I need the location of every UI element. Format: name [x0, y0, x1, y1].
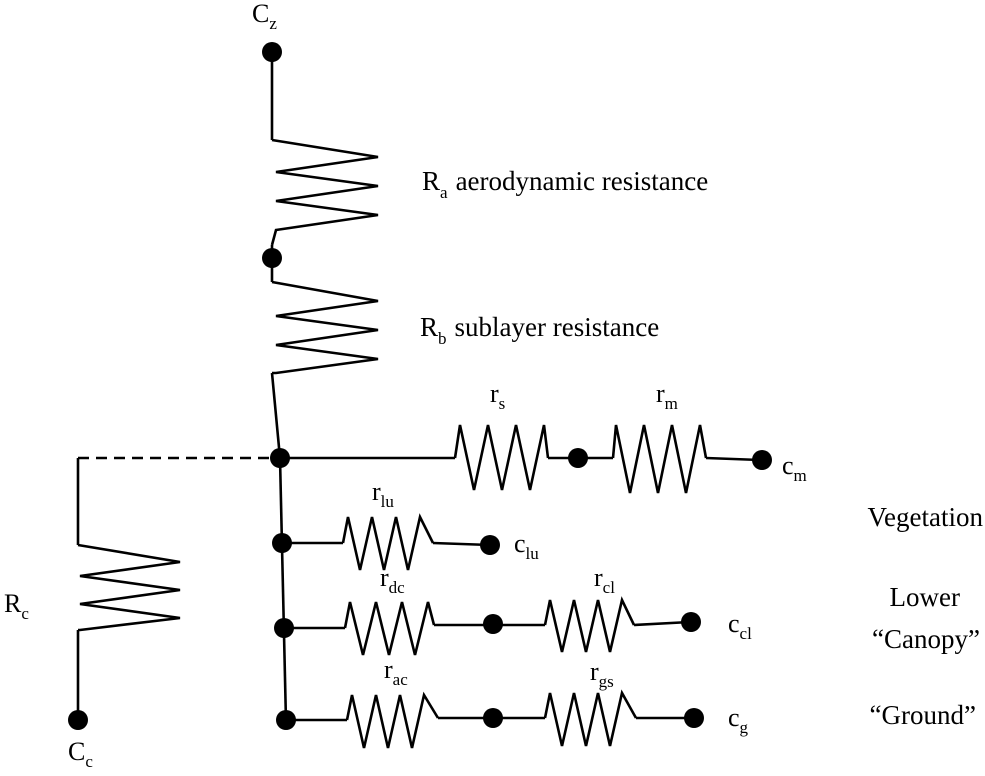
layer-label-vegetation: Vegetation	[868, 502, 984, 532]
resistor-rgs	[543, 689, 638, 747]
resistor-rac	[345, 691, 440, 749]
node-rs-rm-junction	[568, 448, 588, 468]
node-cm	[752, 450, 772, 470]
label-cc: Cc	[68, 737, 93, 771]
label-rm: rm	[656, 379, 678, 413]
resistor-rlu	[341, 513, 435, 571]
layer-label-lower: Lower	[890, 582, 960, 612]
branch-rm-wire	[705, 456, 761, 462]
node-rac-rgs-junction	[483, 708, 503, 728]
resistor-rs	[453, 424, 550, 491]
node-cg	[684, 708, 704, 728]
label-rs: rs	[490, 379, 505, 413]
label-clu: clu	[514, 529, 539, 563]
node-rlu-junction	[272, 533, 292, 553]
label-rac: rac	[384, 655, 408, 689]
node-clu	[480, 535, 500, 555]
label-rlu: rlu	[372, 477, 394, 511]
resistor-ra	[270, 138, 379, 246]
node-rdc-rcl-junction	[483, 614, 503, 634]
node-cc	[68, 710, 88, 730]
node-rdc-junction	[274, 618, 294, 638]
trunk-mid-wire-2	[270, 372, 282, 459]
layer-label-canopy: “Canopy”	[872, 624, 980, 654]
label-rc: Rc	[4, 589, 29, 623]
trunk-lower-wire	[278, 457, 288, 723]
label-cm: cm	[782, 451, 807, 485]
label-cg: cg	[728, 703, 749, 737]
node-main-junction	[270, 448, 290, 468]
node-rac-junction	[276, 710, 296, 730]
resistor-rb	[271, 280, 379, 375]
label-cz: Cz	[252, 0, 277, 33]
label-rdc: rdc	[380, 563, 405, 597]
node-cz	[262, 42, 282, 62]
node-ccl	[681, 612, 701, 632]
label-rcl: rcl	[594, 563, 615, 597]
label-rgs: rgs	[590, 657, 614, 691]
resistor-rc	[77, 543, 181, 632]
label-ccl: ccl	[728, 609, 752, 643]
node-ra-rb-junction	[262, 248, 282, 268]
resistor-rm	[611, 424, 708, 494]
layer-label-ground: “Ground”	[870, 700, 976, 730]
resistor-rdc	[343, 601, 436, 656]
branch-rcl-wire	[633, 620, 691, 627]
resistor-rcl	[543, 596, 636, 653]
